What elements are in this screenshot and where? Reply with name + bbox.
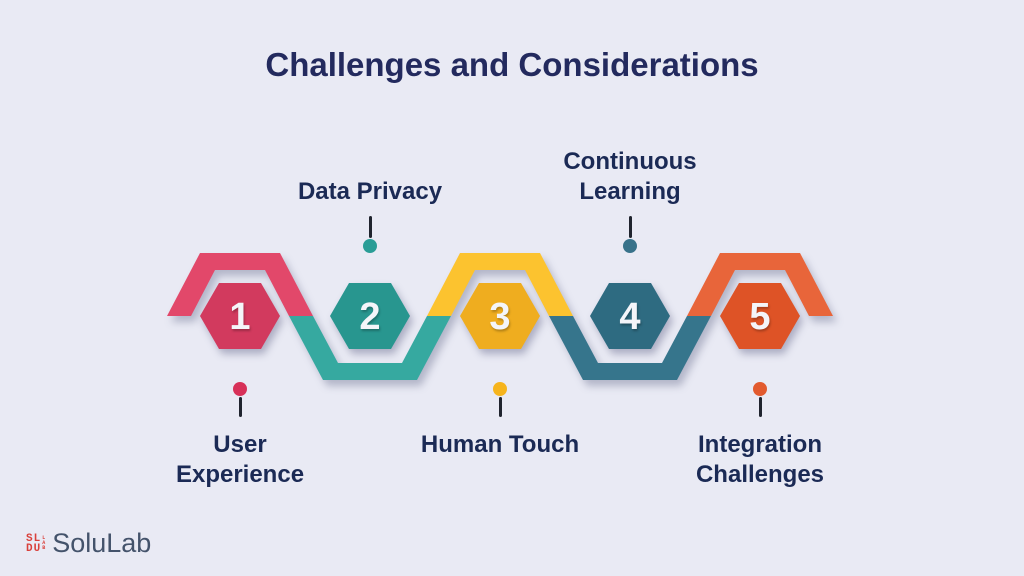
step-number-3: 3	[489, 296, 510, 338]
hexagon-1	[200, 283, 280, 349]
connector-line-3	[498, 397, 502, 417]
ribbon-segment-5	[687, 253, 833, 316]
step-label-2: Data Privacy	[298, 177, 442, 207]
step-label-3: Human Touch	[421, 430, 579, 460]
step-label-line: User	[213, 431, 267, 458]
connector-dot-5	[753, 382, 767, 396]
connector-line-2	[368, 216, 372, 238]
connector-dot-4	[623, 239, 637, 253]
hexagon-2	[330, 283, 410, 349]
logo-icon-row-top: SL	[26, 532, 42, 545]
connector-dot-1	[233, 382, 247, 396]
connector-dot-2	[363, 239, 377, 253]
ribbon-segment-1	[167, 253, 313, 316]
step-label-line: Data Privacy	[297, 178, 443, 205]
step-number-1: 1	[229, 296, 250, 338]
step-label-line: Experience	[175, 461, 305, 488]
step-number-5: 5	[749, 296, 770, 338]
hexagon-3	[460, 283, 540, 349]
ribbon-segment-2	[289, 316, 451, 380]
step-label-line: Continuous	[563, 148, 697, 175]
logo-icon-row-bottom: DU	[26, 542, 42, 555]
page-title: Challenges and Considerations	[265, 46, 759, 83]
step-number-2: 2	[359, 296, 380, 338]
step-label-line: Human Touch	[420, 431, 580, 458]
step-label-line: Learning	[579, 178, 681, 205]
ribbon-segment-3	[427, 253, 573, 316]
connector-line-4	[628, 216, 632, 238]
step-label-line: Integration	[697, 431, 822, 458]
solulab-logo-text: SoluLab	[52, 528, 152, 558]
step-number-4: 4	[619, 296, 640, 338]
connector-line-1	[238, 397, 242, 417]
step-label-line: Challenges	[695, 461, 825, 488]
connector-line-5	[758, 397, 762, 417]
hexagon-4	[590, 283, 670, 349]
ribbon-segment-4	[549, 316, 711, 380]
connector-dot-3	[493, 382, 507, 396]
hexagon-5	[720, 283, 800, 349]
